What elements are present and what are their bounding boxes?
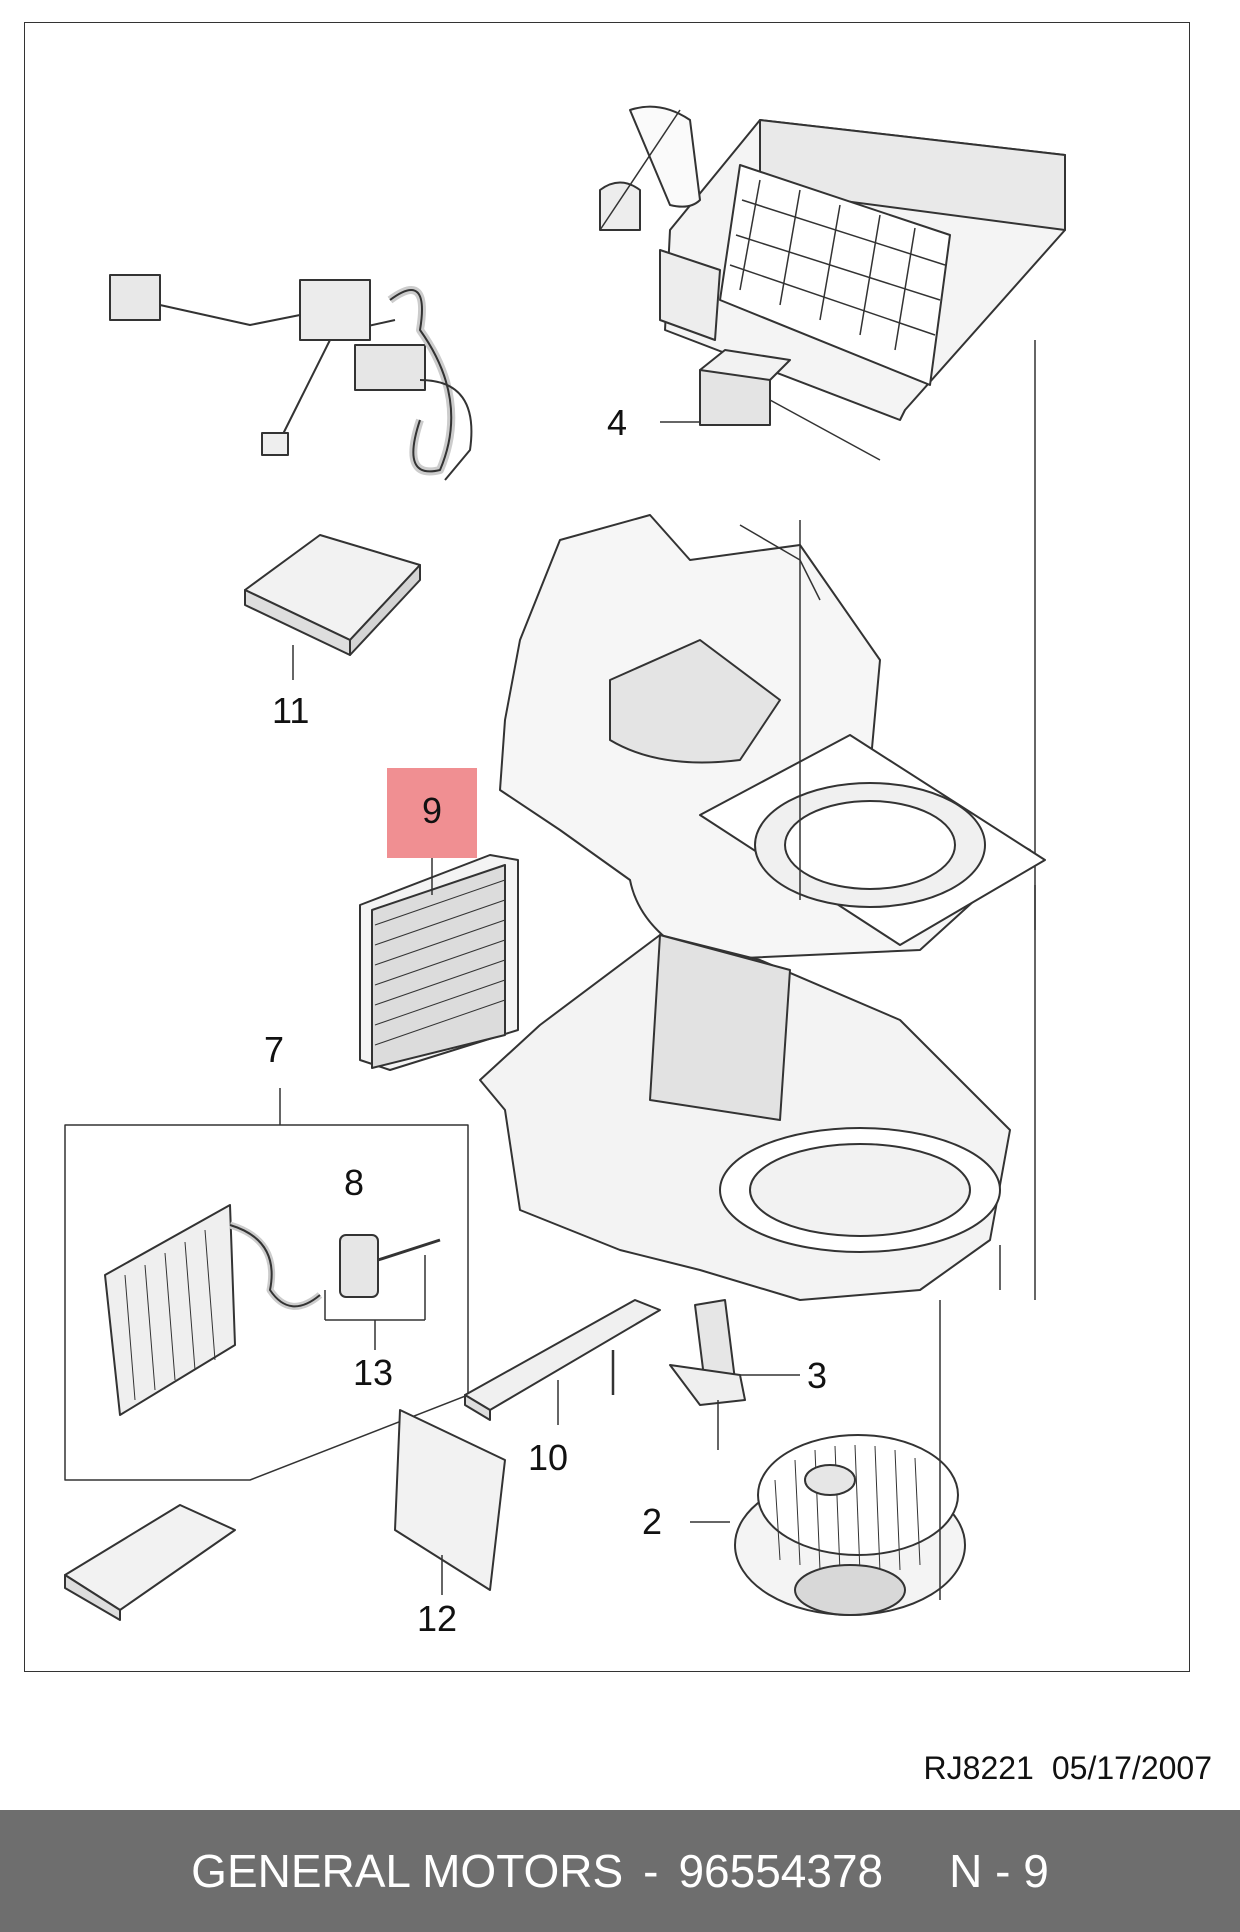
blower-resistor-part-4 <box>660 349 881 461</box>
expansion-valve-part-8 <box>324 1234 441 1350</box>
air-intake-housing <box>599 105 1066 1300</box>
callout-10: 10 <box>528 1437 569 1478</box>
callout-4: 4 <box>607 402 628 443</box>
cover-part-10 <box>464 1299 661 1425</box>
reference-code: RJ8221 <box>923 1750 1034 1786</box>
footer-page: N - 9 <box>949 1845 1049 1897</box>
cabin-air-filter-part-9 <box>359 854 519 1071</box>
highlighted-part-9-callout: 9 <box>387 768 477 858</box>
filter-part-12 <box>394 1409 506 1595</box>
callout-9: 9 <box>421 790 443 831</box>
cabin-filter-part-11 <box>244 534 421 680</box>
callout-13: 13 <box>353 1352 394 1393</box>
callout-3: 3 <box>807 1355 828 1396</box>
callout-2: 2 <box>642 1501 663 1542</box>
diagram-frame <box>24 22 1190 1672</box>
footer-bar: GENERAL MOTORS - 96554378 N - 9 <box>0 1810 1240 1932</box>
callout-12: 12 <box>417 1598 458 1639</box>
evaporator-group-box-part-7 <box>64 1088 469 1481</box>
callout-7: 7 <box>264 1029 285 1070</box>
callout-8: 8 <box>344 1162 365 1203</box>
bracket-part-3 <box>669 1299 800 1450</box>
footer-part-number: 96554378 <box>678 1845 884 1897</box>
footer-brand: GENERAL MOTORS <box>191 1845 624 1897</box>
reference-line: RJ8221 05/17/2007 <box>906 1750 1212 1787</box>
footer-separator: - <box>643 1845 659 1897</box>
evaporator-core <box>104 1204 323 1416</box>
upper-housing <box>499 514 1046 961</box>
reference-date: 05/17/2007 <box>1051 1750 1212 1786</box>
callout-11: 11 <box>272 690 310 731</box>
wiring-harness <box>109 274 473 481</box>
blower-motor-part-2 <box>690 1300 966 1616</box>
duct-piece <box>64 1504 236 1621</box>
lower-housing <box>479 934 1011 1301</box>
